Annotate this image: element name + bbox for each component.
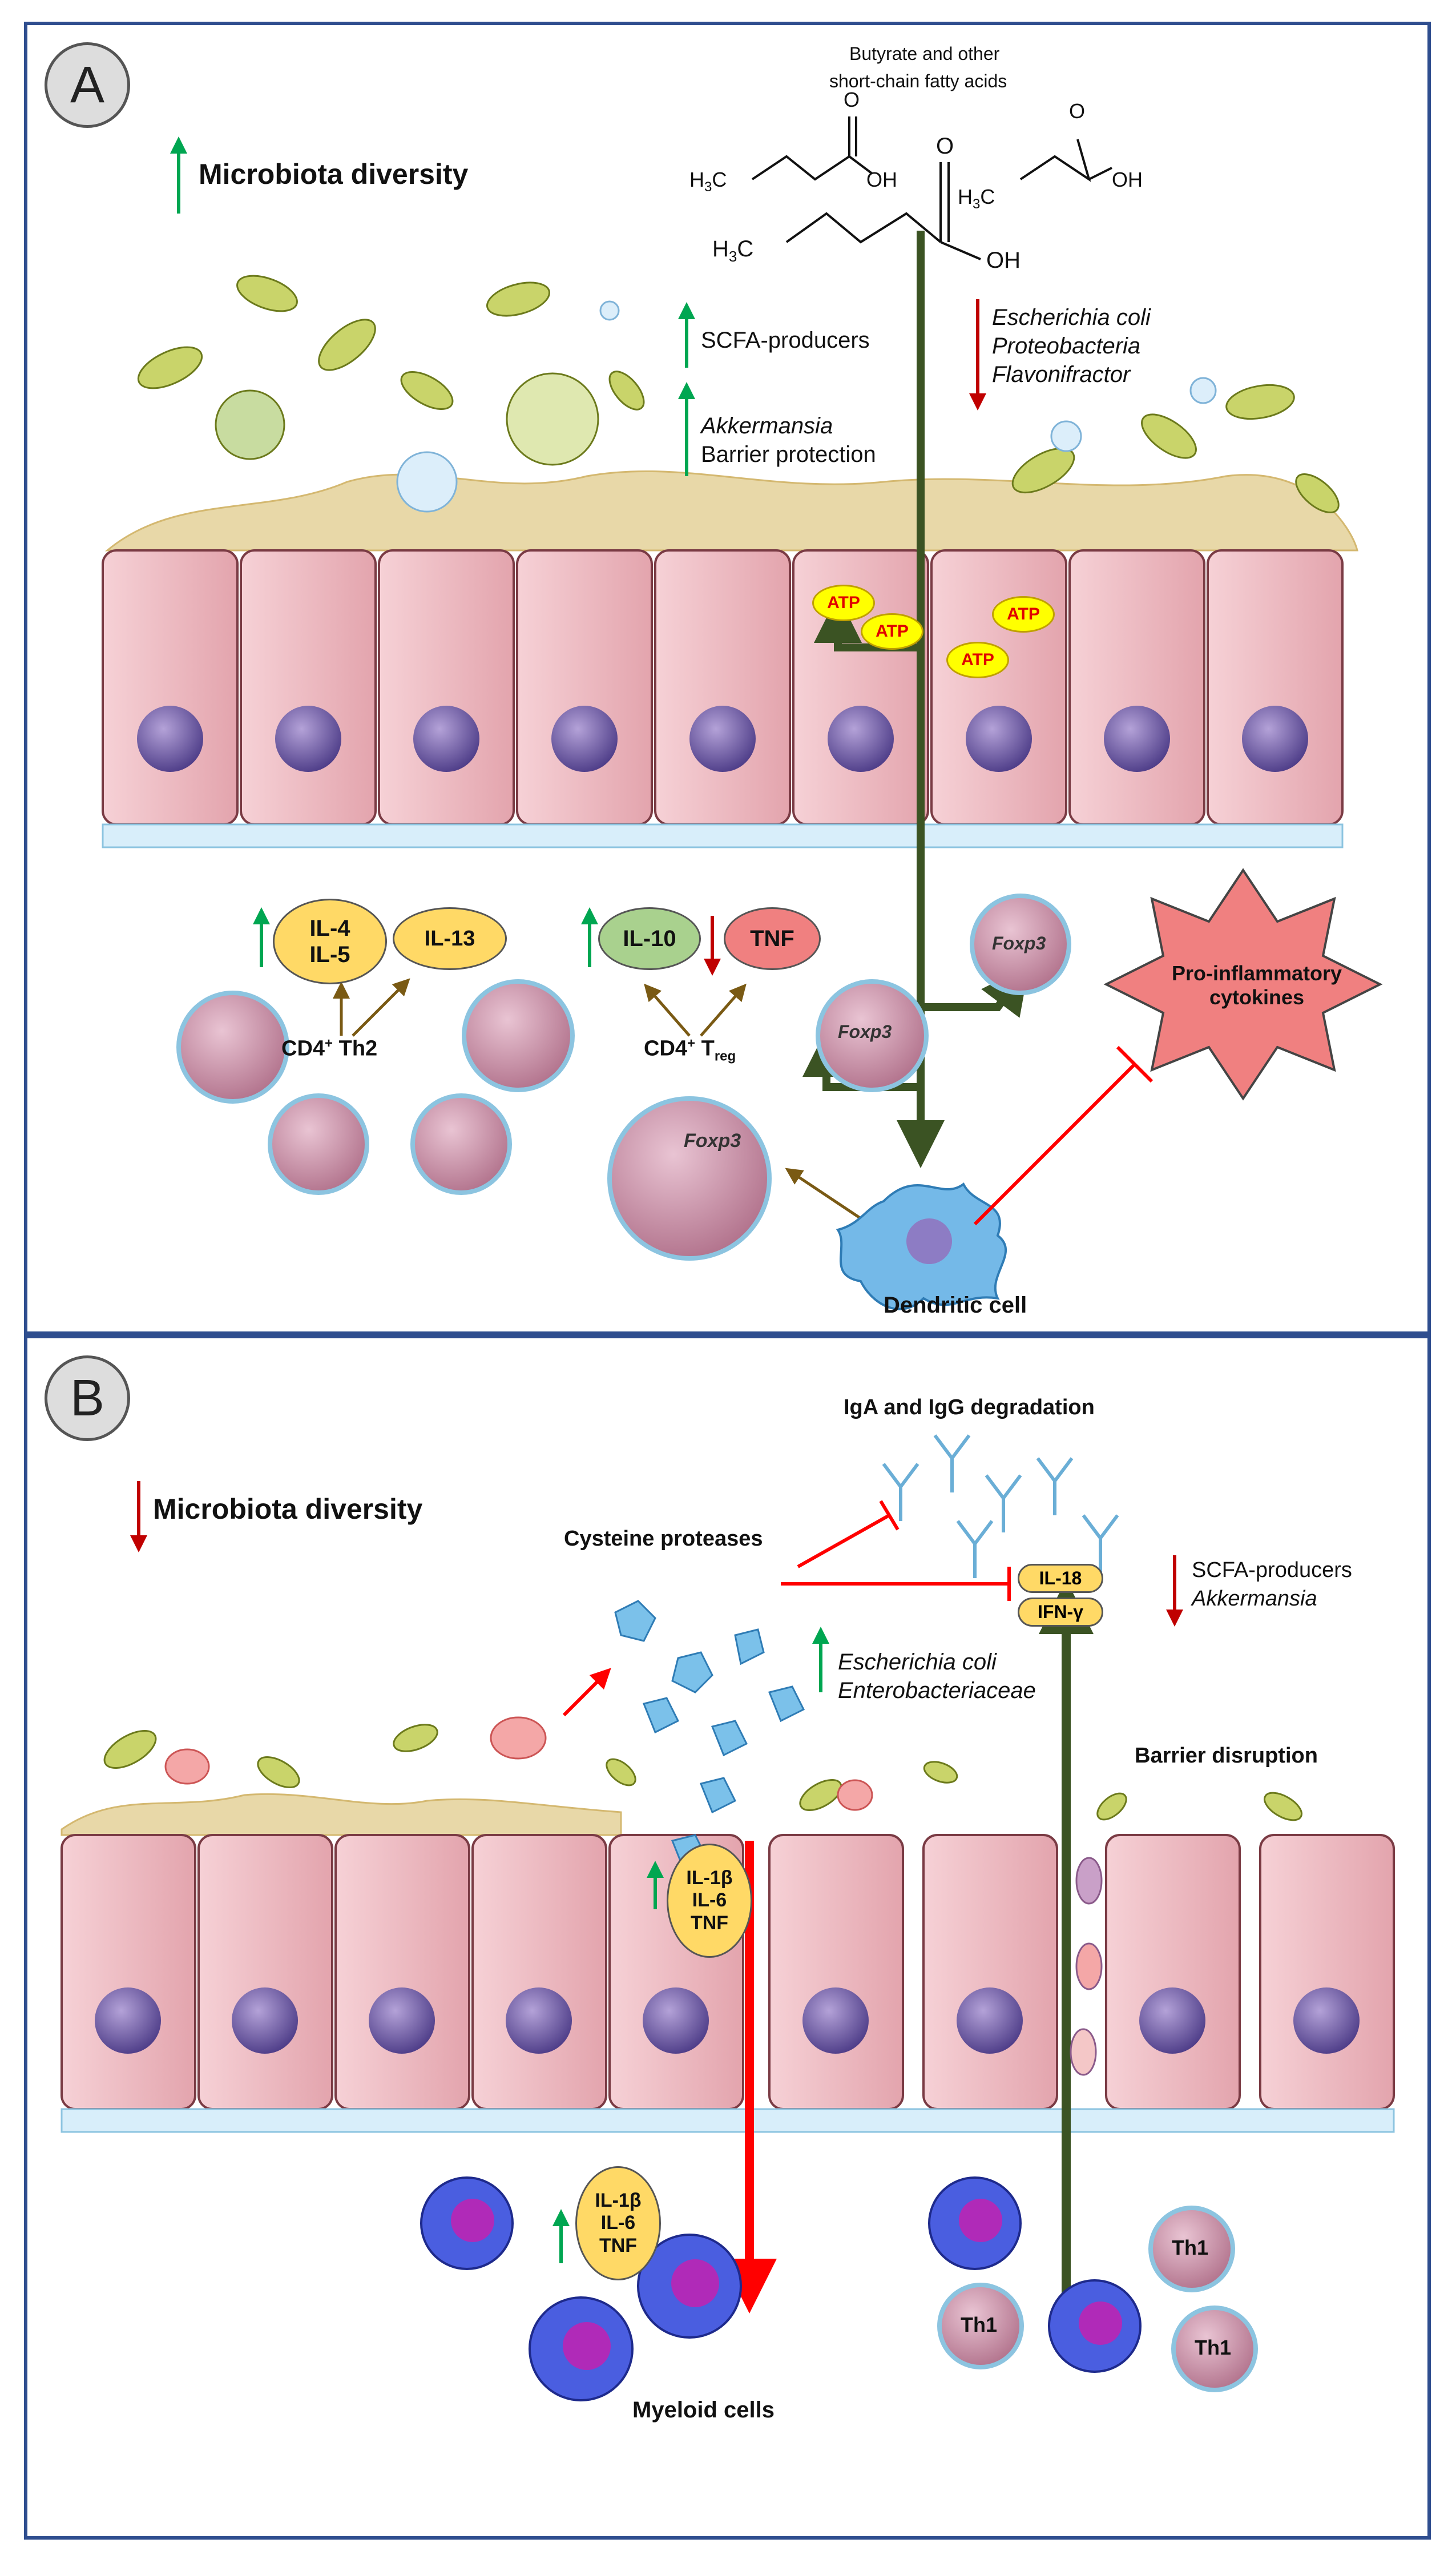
scfa-producers-label: SCFA-producers bbox=[701, 328, 870, 353]
enterobacteriaceae-label: Enterobacteriaceae bbox=[838, 1678, 1036, 1703]
migrating-cells bbox=[1070, 1857, 1103, 2076]
chem-label-h3c-3: H3C bbox=[958, 185, 995, 212]
epithelial-cells-b bbox=[61, 1834, 1395, 2133]
chem-label-o-1: O bbox=[844, 88, 860, 111]
panel-b-graphics bbox=[61, 1434, 1395, 2401]
dendritic-cell-label: Dendritic cell bbox=[884, 1293, 1027, 1318]
chem-label-oh-3: OH bbox=[1112, 168, 1143, 191]
atp-badge-2: ATP bbox=[861, 613, 923, 650]
chem-label-o-3: O bbox=[1069, 99, 1086, 123]
akkermansia-label-b: Akkermansia bbox=[1192, 1587, 1317, 1611]
akkermansia-label: Akkermansia bbox=[701, 413, 833, 438]
ifng-pill: IFN-γ bbox=[1018, 1598, 1103, 1627]
atp-badge-3: ATP bbox=[992, 596, 1055, 633]
scfa-title-line-2: short-chain fatty acids bbox=[829, 71, 1007, 91]
il13-pill: IL-13 bbox=[393, 907, 507, 970]
cd4-treg-label: CD4+ Treg bbox=[644, 1036, 736, 1064]
panel-a-badge: A bbox=[45, 42, 130, 128]
scfa-title-line-1: Butyrate and other bbox=[849, 43, 1000, 64]
il18-ifng-stack: IL-18 IFN-γ bbox=[1018, 1564, 1103, 1627]
th1-cell-shapes bbox=[937, 2206, 1258, 2392]
inhibition-lines-b bbox=[562, 1500, 1011, 1717]
ecoli-label-a: Escherichia coli bbox=[992, 305, 1151, 330]
barrier-protection-label: Barrier protection bbox=[701, 442, 876, 467]
cysteine-proteases-label: Cysteine proteases bbox=[564, 1527, 763, 1551]
differentiation-arrows-a bbox=[333, 978, 862, 1220]
antibody-shapes bbox=[882, 1434, 1119, 1578]
myeloid-cells-label: Myeloid cells bbox=[632, 2397, 775, 2423]
chem-label-oh-1: OH bbox=[866, 168, 897, 191]
cysteine-protease-shapes bbox=[614, 1600, 805, 1871]
th1-label-1: Th1 bbox=[1172, 2236, 1209, 2259]
th1-label-3: Th1 bbox=[1195, 2336, 1232, 2359]
microbiota-diversity-down: Microbiota diversity bbox=[153, 1493, 423, 1525]
panel-b-badge: B bbox=[45, 1355, 130, 1441]
cd4-th2-label: CD4+ Th2 bbox=[281, 1036, 378, 1061]
chem-label-o-2: O bbox=[936, 134, 954, 159]
bacteria-cluster-a bbox=[137, 275, 1340, 513]
mucus-layer bbox=[104, 470, 1358, 552]
flavonifractor-label: Flavonifractor bbox=[992, 362, 1131, 387]
atp-badge-4: ATP bbox=[946, 642, 1009, 678]
mucus-layer-b bbox=[61, 1793, 622, 1836]
trend-arrows-a bbox=[170, 136, 986, 1161]
foxp3-label-2: Foxp3 bbox=[992, 933, 1046, 953]
tnf-pill-a: TNF bbox=[724, 907, 821, 970]
panel-a-graphics bbox=[102, 116, 1383, 1310]
myeloid-cell-shapes bbox=[420, 2176, 1142, 2401]
trend-arrows-b bbox=[130, 1481, 1183, 2263]
foxp3-label-3: Foxp3 bbox=[684, 1130, 741, 1152]
th1-label-2: Th1 bbox=[961, 2313, 998, 2336]
ecoli-label-b: Escherichia coli bbox=[838, 1649, 997, 1675]
amoebae-b bbox=[164, 1716, 873, 1811]
atp-badge-1: ATP bbox=[812, 585, 875, 621]
foxp3-label-1: Foxp3 bbox=[838, 1021, 892, 1042]
proteobacteria-label: Proteobacteria bbox=[992, 333, 1141, 359]
scfa-molecules bbox=[751, 116, 1112, 260]
chem-label-h3c-1: H3C bbox=[689, 168, 727, 195]
il10-pill: IL-10 bbox=[598, 907, 701, 970]
bubbles-a bbox=[396, 300, 1217, 513]
bacteria-cluster-b bbox=[103, 1724, 1302, 1821]
inhibition-pro-inflammatory bbox=[973, 1045, 1153, 1226]
microbiota-diversity-up: Microbiota diversity bbox=[199, 158, 469, 190]
chem-label-oh-2: OH bbox=[986, 248, 1021, 273]
iga-igg-degradation-label: IgA and IgG degradation bbox=[844, 1395, 1095, 1419]
pro-inflammatory-star bbox=[1103, 868, 1383, 1101]
il18-pill: IL-18 bbox=[1018, 1564, 1103, 1593]
barrier-disruption-label: Barrier disruption bbox=[1135, 1744, 1318, 1768]
scfa-producers-label-b: SCFA-producers bbox=[1192, 1558, 1352, 1582]
panel-b: B IgA and IgG degradation Microbiota div… bbox=[24, 1335, 1431, 2540]
lymphocytes-a bbox=[176, 894, 1071, 1261]
epithelial-cells-a bbox=[102, 549, 1344, 848]
panel-a: A Butyrate and other short-chain fatty a… bbox=[24, 22, 1431, 1335]
chem-label-h3c-2: H3C bbox=[712, 236, 754, 265]
